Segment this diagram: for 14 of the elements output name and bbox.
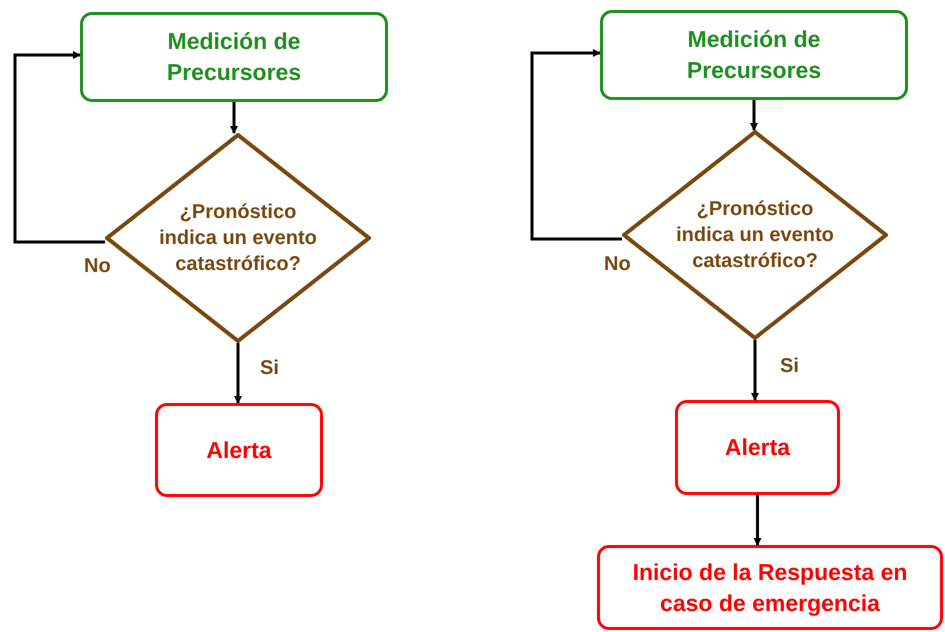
arrow bbox=[750, 100, 758, 131]
process-box: Medición de Precursores bbox=[600, 10, 908, 100]
arrow bbox=[530, 49, 622, 240]
question-text: ¿Pronóstico indica un evento catastrófico? bbox=[158, 200, 318, 277]
process-box: Alerta bbox=[155, 403, 323, 497]
process-box: Alerta bbox=[675, 400, 840, 495]
process-box: Medición de Precursores bbox=[80, 12, 388, 102]
process-box: Inicio de la Respuesta en caso de emergencia bbox=[597, 545, 943, 630]
arrow bbox=[14, 51, 105, 244]
arrow bbox=[234, 343, 242, 404]
arrow bbox=[754, 495, 762, 546]
arrow bbox=[751, 340, 759, 401]
arrow bbox=[230, 102, 238, 134]
question-text: ¿Pronóstico indica un evento catastrófico? bbox=[675, 197, 835, 274]
